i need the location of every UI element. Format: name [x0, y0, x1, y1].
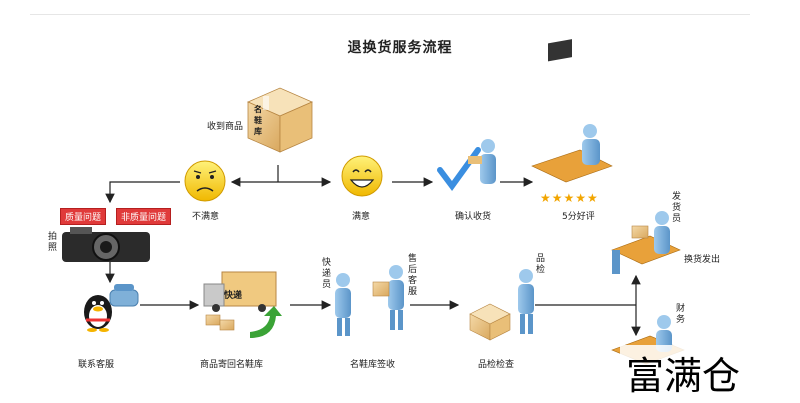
label-courier: 快递员 — [322, 258, 332, 290]
inspector-person-icon — [469, 269, 534, 341]
telephone-icon — [109, 284, 139, 307]
satisfied-face-icon — [341, 155, 383, 197]
top-divider — [30, 14, 750, 15]
tag-non-quality-issue: 非质量问题 — [116, 208, 172, 225]
label-signed: 名鞋库签收 — [350, 360, 396, 370]
package-box-icon — [247, 87, 313, 153]
watermark: 富满仓 — [620, 345, 747, 400]
label-contact-service: 联系客服 — [78, 360, 115, 370]
label-rating: 5分好评 — [562, 212, 595, 222]
label-inspection: 品检检查 — [478, 360, 515, 370]
five-stars-icon: ★★★★★ — [540, 191, 599, 205]
label-photo: 拍照 — [48, 232, 58, 253]
computer-user-icon — [531, 39, 613, 183]
label-inspector: 品检 — [536, 254, 546, 275]
label-send-back: 商品寄回名鞋库 — [200, 360, 264, 370]
label-confirm: 确认收货 — [455, 212, 492, 222]
label-exchange-ship: 换货发出 — [684, 255, 721, 265]
shipper-person-icon — [611, 211, 681, 274]
delivery-truck-icon — [203, 271, 282, 338]
arrow-to-issues — [105, 181, 180, 204]
unsatisfied-face-icon — [184, 160, 226, 202]
diagram-title: 退换货服务流程 — [347, 40, 453, 56]
label-shipper: 发货员 — [672, 192, 682, 224]
label-aftersales: 售后客服 — [408, 254, 418, 297]
label-satisfied: 满意 — [352, 212, 371, 222]
aftersales-person-icon — [372, 265, 404, 330]
label-unsatisfied: 不满意 — [192, 212, 220, 222]
camera-icon — [62, 227, 150, 262]
label-finance: 财务 — [676, 304, 686, 325]
courier-person-icon — [335, 273, 351, 336]
tag-quality-issue: 质量问题 — [60, 208, 107, 225]
connectors — [105, 165, 641, 337]
confirm-check-icon — [437, 139, 496, 192]
box-label: 名鞋库 — [254, 105, 262, 136]
truck-label: 快递 — [224, 291, 243, 301]
qq-penguin-icon — [84, 295, 112, 332]
label-received: 收到商品 — [207, 122, 244, 132]
